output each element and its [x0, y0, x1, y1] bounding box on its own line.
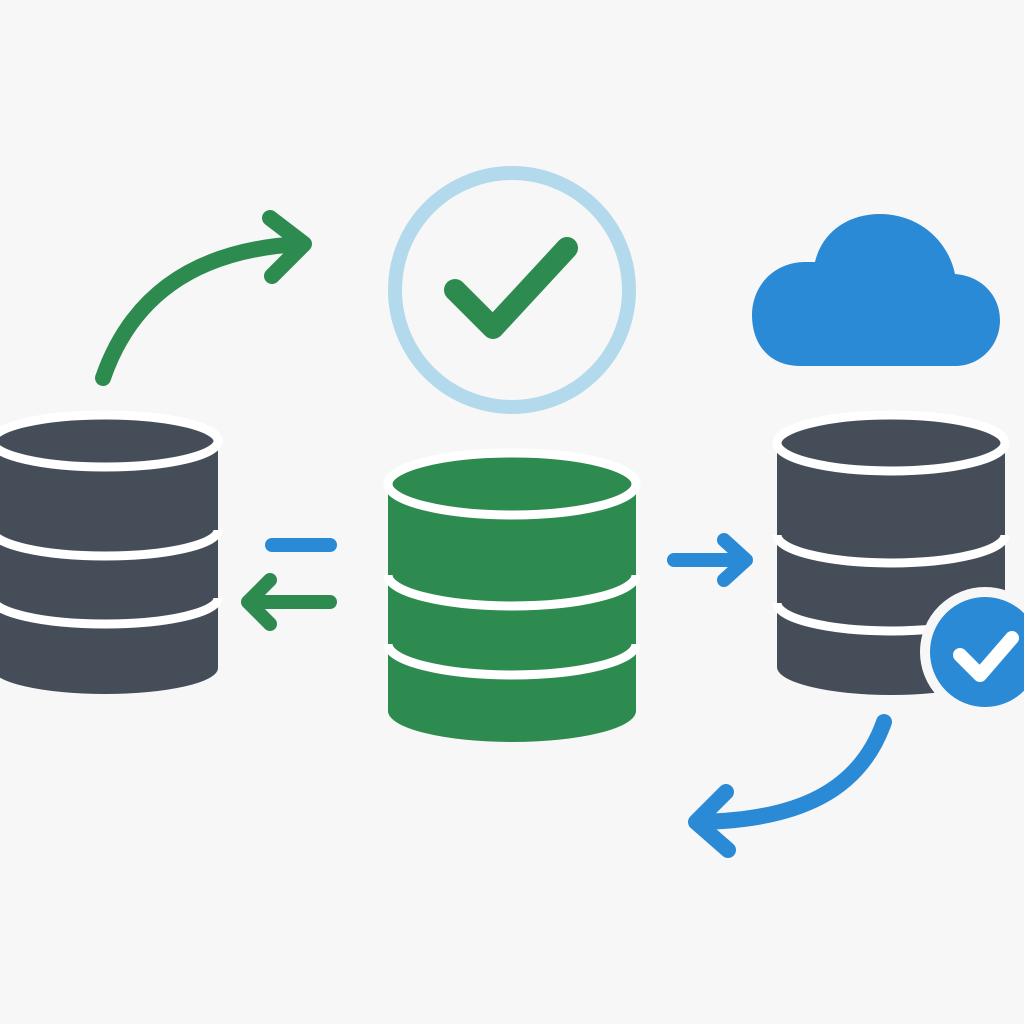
- database-primary-icon: [383, 448, 641, 742]
- curved-arrow-up-right-icon: [95, 210, 312, 386]
- database-source-icon: [0, 410, 223, 694]
- cylinder-top: [772, 410, 1010, 476]
- cylinder-stripe: [0, 529, 223, 561]
- cylinder-stripe: [0, 597, 223, 629]
- cylinder-stripe: [772, 534, 1010, 568]
- check-circle-icon: [388, 166, 636, 414]
- cylinder-stripe: [383, 574, 641, 611]
- cylinder-stripe: [383, 643, 641, 680]
- arrow-left-icon: [241, 573, 337, 631]
- curved-arrow-down-left-icon: [688, 714, 892, 858]
- verified-badge-icon: [920, 587, 1024, 717]
- cloud-icon: [752, 214, 1000, 366]
- cylinder-body: [0, 441, 218, 694]
- arrow-right-icon: [667, 533, 753, 587]
- cylinder-body: [388, 484, 636, 742]
- cylinder-top: [0, 410, 223, 472]
- cylinder-top: [383, 448, 641, 520]
